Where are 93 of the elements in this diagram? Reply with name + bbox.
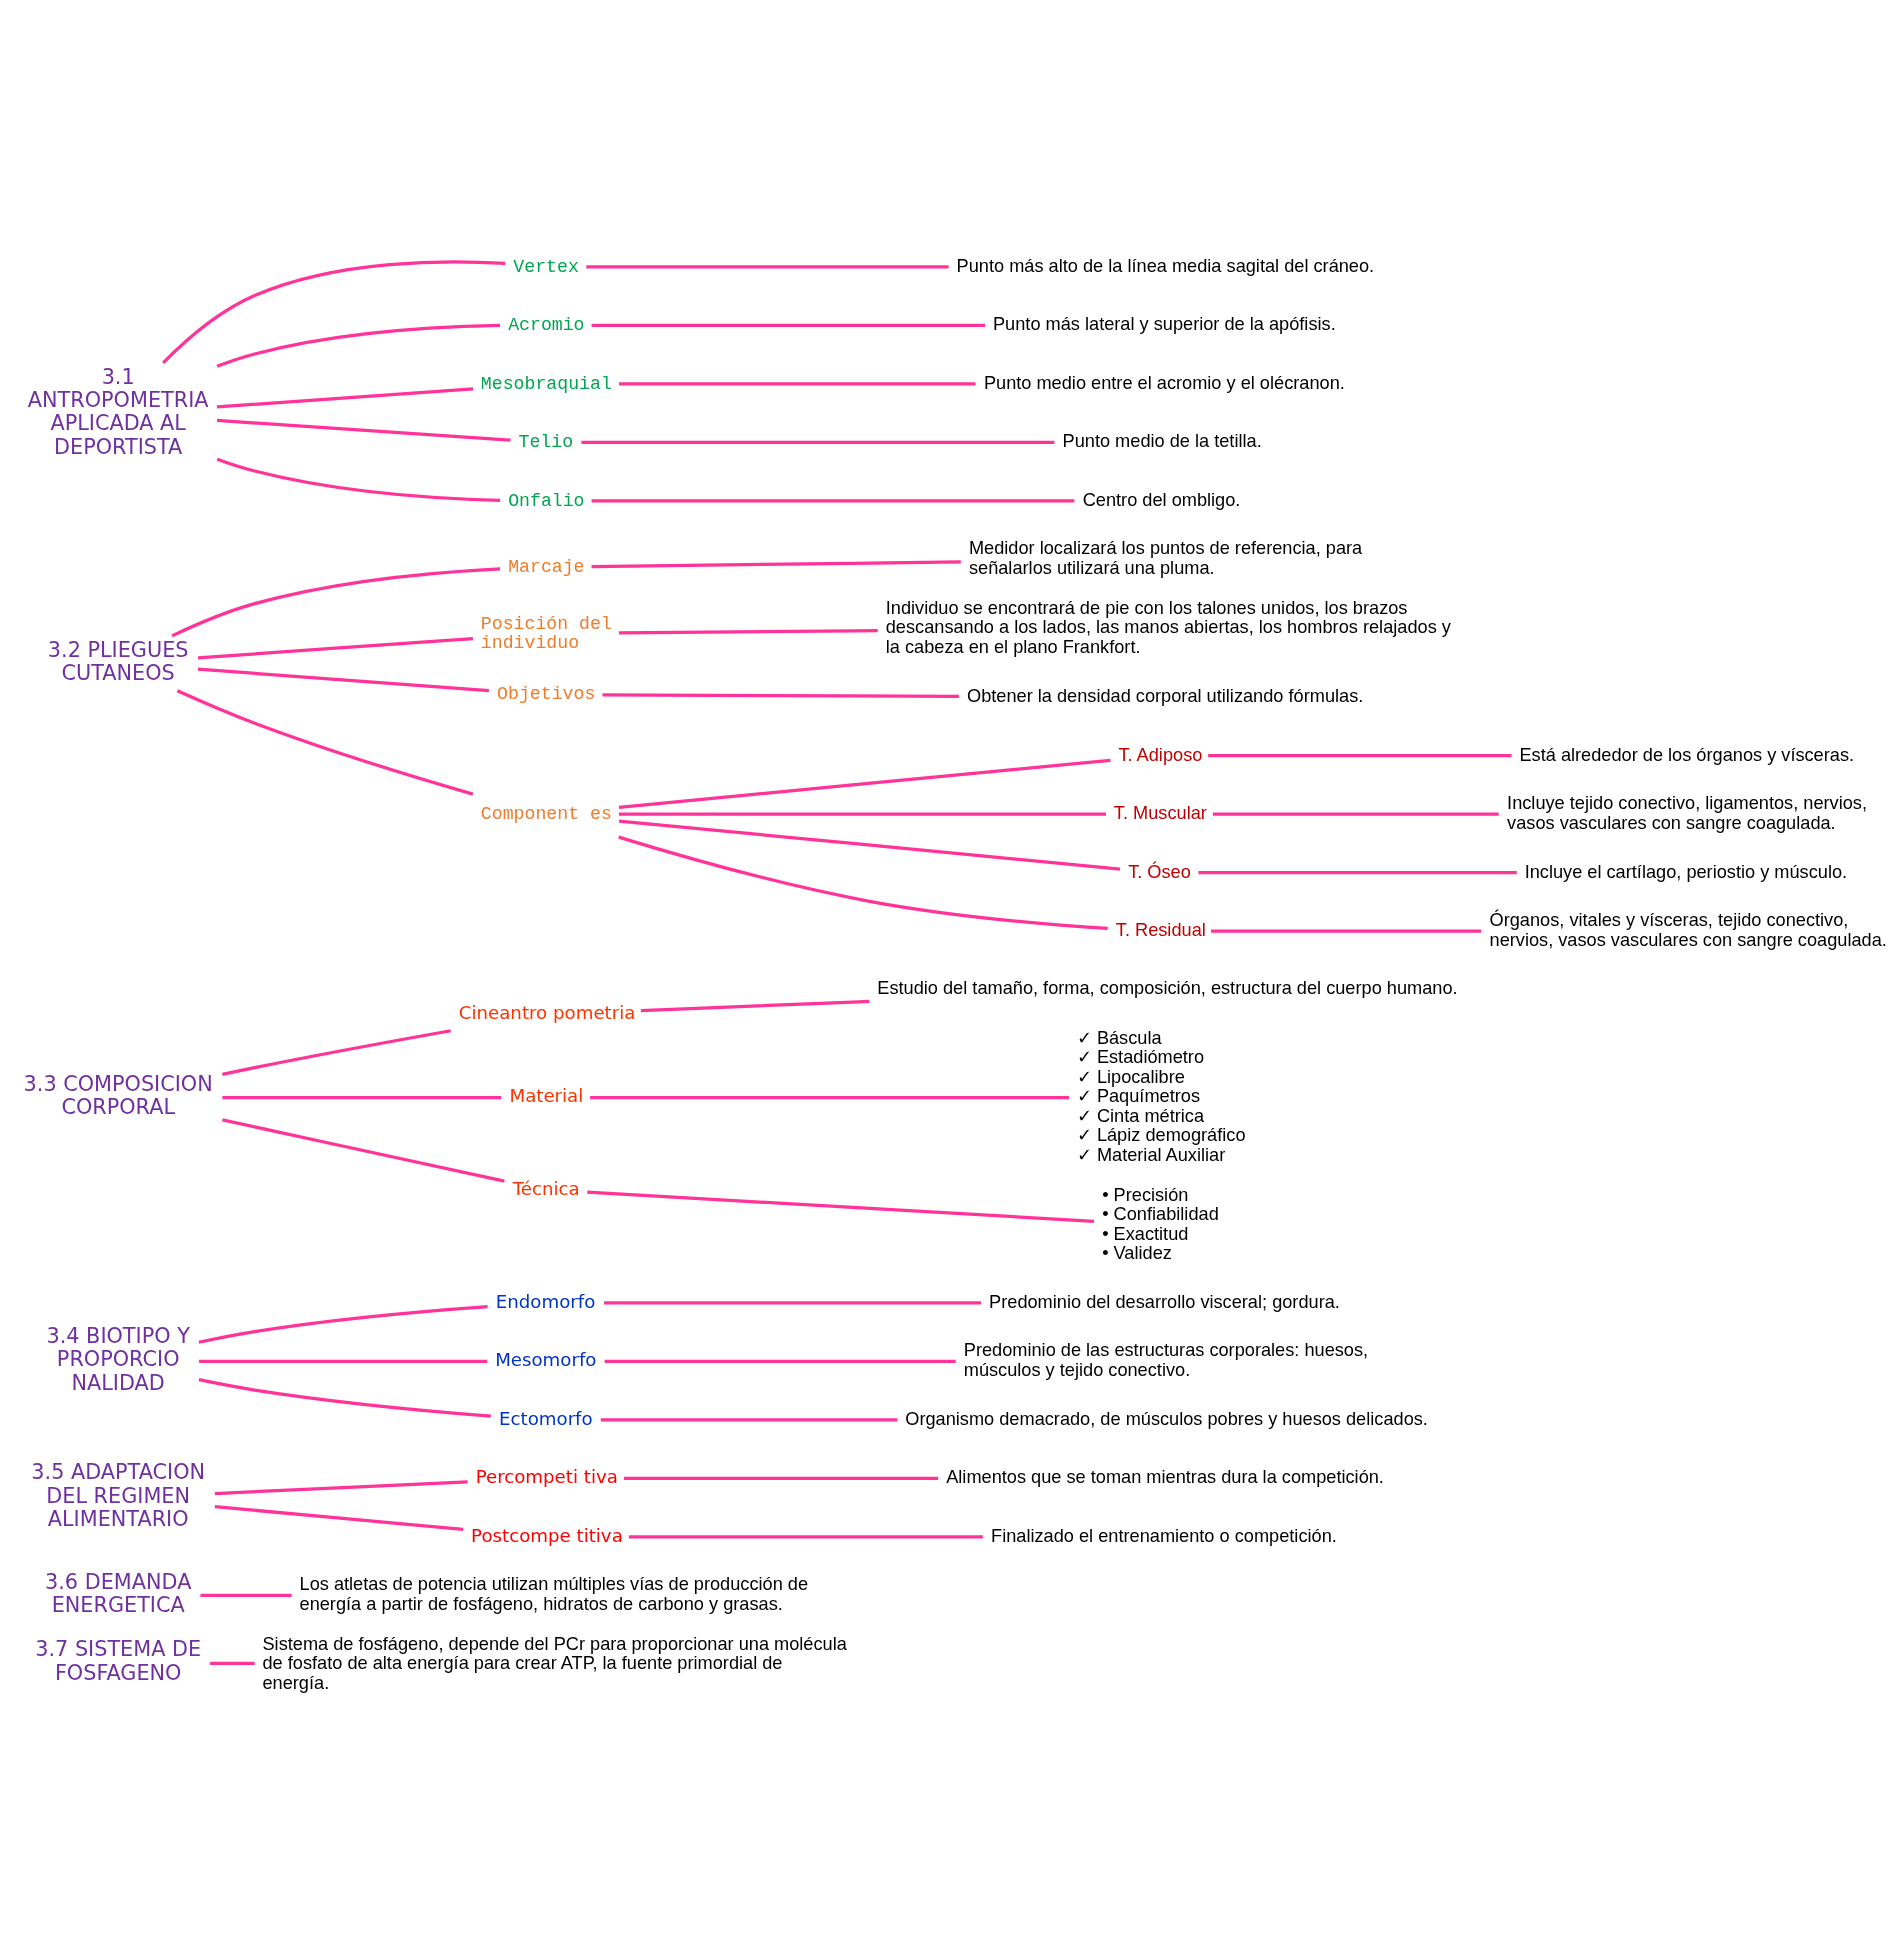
node-text: Sistema de fosfágeno, depende del PCr para proporcionar una molécula de fosfato de alta energía para crear ATP, la fuente primordial de energía. [261,1633,847,1693]
connector [199,1593,292,1598]
node-text: Component es [480,804,612,824]
node-text: Percompeti tiva [475,1466,618,1488]
node-text: Medidor localizará los puntos de referencia, para señalarlos utilizará una pluma. [968,538,1362,578]
connector [161,260,505,365]
node-text: Individuo se encontrará de pie con los talones unidos, los brazos descansando a los lados, las manos abiertas, los hombros relajados y la cabeza en el plano Frankfort. [885,597,1451,657]
connector [221,1029,451,1076]
connector [628,1535,983,1539]
connector [591,560,961,569]
node-text: Onfalio [507,490,585,511]
connector [589,1095,1069,1100]
connector [1207,754,1512,758]
connector [640,999,869,1013]
connector [591,499,1074,503]
connector [600,1418,897,1422]
connector [618,812,1106,816]
connector [170,567,500,638]
connector [216,457,500,503]
node-text: Incluye el cartílago, periostio y músculo. [1524,861,1847,882]
node-text: 3.2 PLIEGUES CUTANEOS [47,637,189,686]
connector [1197,871,1517,875]
connector [618,819,1120,871]
node-text: Alimentos que se toman mientras dura la competición. [945,1467,1384,1488]
node-text: Punto medio entre el acromio y el olécranon. [983,372,1345,393]
node-text: 3.7 SISTEMA DE FOSFAGENO [34,1637,201,1685]
node-text: Mesobraquial [480,373,612,394]
connector [623,1476,938,1481]
connector [176,689,473,796]
node-text: Técnica [512,1177,580,1199]
connector [197,636,473,660]
node-text: Telio [518,432,573,453]
node-text: Incluye tejido conectivo, ligamentos, nervios, vasos vasculares con sangre coagulada. [1506,793,1867,833]
connector [585,265,949,269]
node-text: 3.3 COMPOSICION CORPORAL [23,1071,213,1120]
node-text: ✓ Báscula ✓ Estadiómetro ✓ Lipocalibre ✓ Paquímetros ✓ Cinta métrica ✓ Lápiz demográfico ✓ Material Auxiliar [1076,1027,1246,1165]
node-text: Obtener la densidad corporal utilizando fórmulas. [966,686,1363,707]
connector [618,382,976,386]
node-text: Mesomorfo [494,1349,596,1371]
node-text: Centro del ombligo. [1082,489,1240,510]
node-text: Organismo demacrado, de músculos pobres y huesos delicados. [904,1408,1428,1429]
node-text: Órganos, vitales y vísceras, tejido conectivo, nervios, vasos vasculares con sangre coagulada. [1489,910,1887,950]
node-text: Predominio de las estructuras corporales: huesos, músculos y tejido conectivo. [963,1340,1368,1380]
node-text: Endomorfo [495,1290,595,1312]
node-text: Predominio del desarrollo visceral; gordura. [988,1291,1340,1312]
node-text: Está alrededor de los órganos y vísceras. [1518,744,1854,765]
connector [221,1095,501,1100]
node-text: Estudio del tamaño, forma, composición, estructura del cuerpo humano. [876,978,1458,999]
connector [617,835,1108,931]
node-text: Acromio [507,315,585,336]
connector [604,1359,956,1364]
node-text: Cineantro pometria [458,1002,635,1024]
node-text: T. Óseo [1127,861,1191,882]
node-text: Finalizado el entrenamiento o competición. [990,1525,1337,1546]
connector [214,1480,468,1496]
connector [221,1118,505,1183]
connector [580,440,1054,445]
connector [216,387,473,409]
connector [216,323,500,368]
node-text: T. Adiposo [1117,744,1202,765]
node-text: 3.1 ANTROPOMETRIA APLICADA AL DEPORTISTA [27,364,209,459]
node-text: T. Residual [1115,919,1206,940]
node-text: Objetivos [496,684,595,705]
connector [603,1301,981,1305]
connector [586,1190,1094,1223]
node-text: Material [508,1085,583,1107]
node-text: Postcompe titiva [470,1524,623,1546]
connector [216,418,511,442]
node-text: T. Muscular [1113,803,1207,823]
connector [214,1505,463,1532]
node-text: Marcaje [507,557,585,578]
connector [591,323,985,328]
connector [1212,812,1499,816]
connector [1210,929,1481,933]
node-text: • Precisión • Confiabilidad • Exactitud • Validez [1101,1184,1219,1263]
connector [209,1661,255,1666]
node-text: 3.6 DEMANDA ENERGETICA [44,1569,191,1618]
connector [198,1359,487,1364]
node-text: Punto más lateral y superior de la apófisis. [992,314,1336,335]
node-text: 3.5 ADAPTACION DEL REGIMEN ALIMENTARIO [30,1460,205,1532]
node-text: 3.4 BIOTIPO Y PROPORCIO NALIDAD [45,1323,190,1395]
node-text: Punto más alto de la línea media sagital del cráneo. [956,255,1374,276]
node-text: Posición del individuo [480,613,612,654]
connector [198,1304,488,1344]
node-text: Vertex [512,256,579,277]
node-text: Los atletas de potencia utilizan múltiples vías de producción de energía a partir de fosfágeno, hidratos de carbono y grasas. [299,1574,808,1614]
connector [197,667,489,693]
connector [198,1378,491,1418]
connector [618,758,1111,809]
connector [618,629,878,635]
node-text: Punto medio de la tetilla. [1062,431,1262,452]
node-text: Ectomorfo [498,1407,593,1429]
connector [601,693,959,698]
